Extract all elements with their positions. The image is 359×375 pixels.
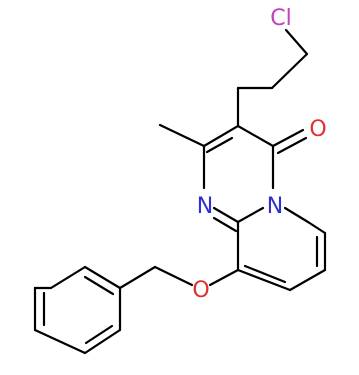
bond-c4-o-carbonyl (271, 128, 305, 148)
bond-c3-c2 (202, 124, 240, 148)
bond-c9-c9b-double (243, 264, 287, 284)
atom-label-cl: Cl (270, 6, 291, 31)
bond-ph-5-6 (33, 328, 87, 355)
bond-cl-ch2 (284, 28, 309, 56)
bond-ph-1-2-double (83, 275, 115, 296)
bond-c3-c2-double (205, 136, 234, 154)
atom-label-o-ether: O (192, 278, 209, 303)
bond-o-ether-ch2 (153, 265, 194, 287)
bond-n-imine-c9a-double (212, 216, 238, 233)
bond-n-ring-c6 (283, 206, 310, 224)
bond-c9b-o-ether (208, 268, 240, 287)
bond-ph-1-2 (83, 265, 122, 290)
bond-ph-6-1 (83, 328, 122, 355)
bond-c9-c9b (236, 268, 292, 292)
bond-c4-o-carbonyl-double (276, 136, 308, 155)
bond-ph-6-1-double (84, 324, 114, 345)
bond-c6-c7 (306, 220, 327, 235)
atom-label-n-ring: N (267, 194, 283, 219)
bond-ch2-ch2 (270, 52, 309, 90)
bond-c9a-n-ring (236, 206, 265, 224)
bond-ch2-phenyl (118, 265, 157, 290)
bond-n-imine-c9a (212, 206, 240, 224)
bond-ph-2-3 (49, 265, 87, 290)
atom-label-o-carbonyl: O (309, 117, 326, 142)
bond-c3-c4 (236, 124, 275, 148)
bond-c2-methyl (158, 123, 206, 148)
bond-c8-c9 (288, 268, 327, 292)
atom-label-n-imine: N (197, 194, 213, 219)
